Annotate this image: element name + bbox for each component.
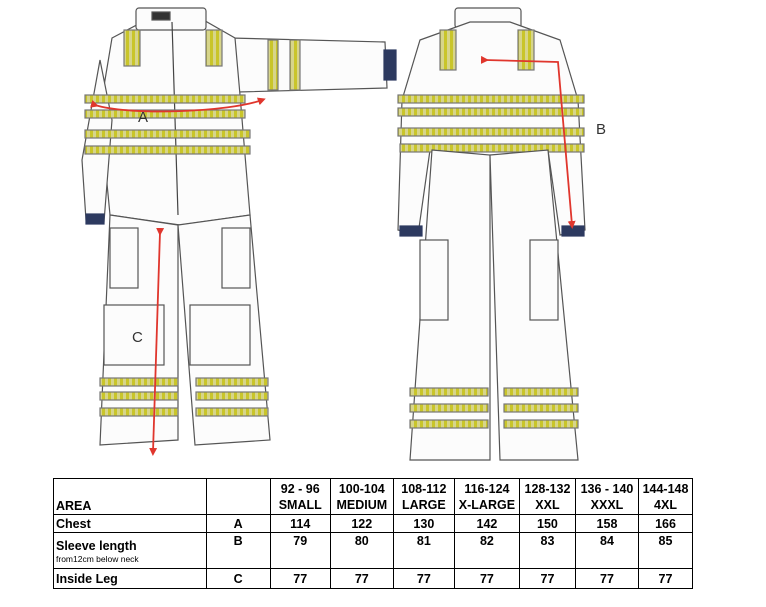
table-row: Chest A 114 122 130 142 150 158 166 <box>53 514 693 533</box>
sleeve-arrow <box>480 55 576 229</box>
front-collar <box>135 7 207 31</box>
front-sleeve-cuff <box>383 49 397 81</box>
table-row: Inside Leg C 77 77 77 77 77 77 77 <box>53 568 693 589</box>
table-cell: 83 <box>518 532 576 569</box>
coverall-illustration: A B C <box>81 7 606 461</box>
code-header <box>205 478 271 515</box>
row-label: Inside Leg <box>53 568 207 589</box>
table-cell: 158 <box>574 514 640 533</box>
back-view <box>397 7 586 461</box>
row-code: A <box>205 514 271 533</box>
table-cell: 122 <box>329 514 394 533</box>
inside-leg-arrow <box>149 227 165 456</box>
label-a: A <box>138 109 148 126</box>
chest-arrow <box>89 97 266 113</box>
table-cell: 81 <box>392 532 455 569</box>
table-cell: 142 <box>453 514 520 533</box>
table-cell: 80 <box>329 532 394 569</box>
table-cell: 130 <box>392 514 455 533</box>
row-code: C <box>205 568 271 589</box>
table-cell: 77 <box>518 568 576 589</box>
back-left-leg <box>409 149 491 461</box>
table-cell: 79 <box>269 532 331 569</box>
row-code: B <box>205 532 271 569</box>
table-cell: 77 <box>453 568 520 589</box>
row-label: Chest <box>53 514 207 533</box>
table-cell: 77 <box>638 568 693 589</box>
table-cell: 77 <box>269 568 331 589</box>
table-cell: 84 <box>574 532 640 569</box>
table-cell: 85 <box>638 532 693 569</box>
label-b: B <box>596 121 606 138</box>
row-sublabel: from12cm below neck <box>56 553 139 564</box>
measurement-arrows <box>89 55 576 456</box>
table-cell: 77 <box>574 568 640 589</box>
front-view <box>81 7 397 446</box>
table-cell: 82 <box>453 532 520 569</box>
table-cell: 114 <box>269 514 331 533</box>
table-cell: 150 <box>518 514 576 533</box>
area-header: AREA <box>53 478 207 515</box>
table-cell: 166 <box>638 514 693 533</box>
label-c: C <box>132 329 143 346</box>
table-cell: 77 <box>329 568 394 589</box>
table-cell: 77 <box>392 568 455 589</box>
front-raised-sleeve <box>229 37 388 93</box>
